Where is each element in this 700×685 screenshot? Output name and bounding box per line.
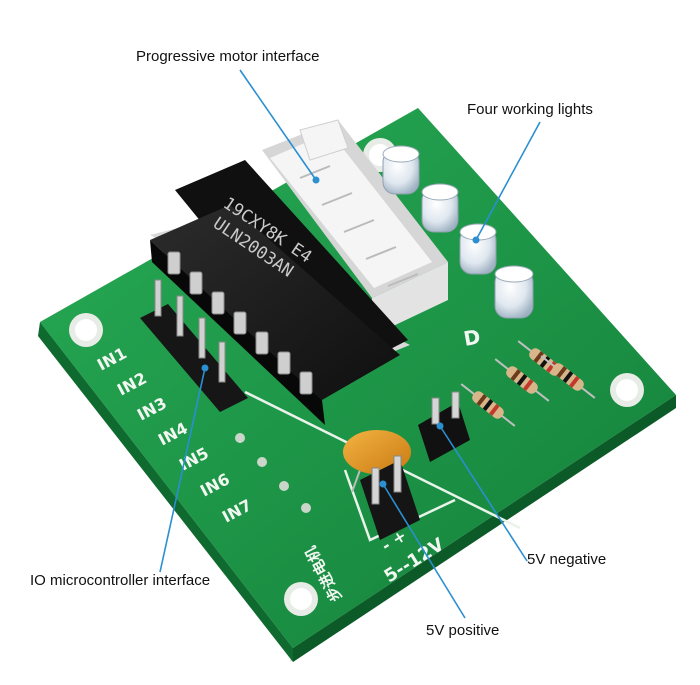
- callout-dot-lights: [472, 236, 480, 244]
- callout-dot-pos: [379, 480, 387, 488]
- io-header: [140, 279, 248, 412]
- resistor-4: [540, 355, 596, 399]
- callout-progressive-motor-interface: Progressive motor interface: [136, 48, 320, 65]
- led-silk-label: D: [462, 324, 483, 351]
- uln2003-chip: 19CXY8K E4 ULN2003AN: [150, 160, 410, 425]
- led-3: [459, 223, 497, 275]
- led-1: [382, 145, 420, 195]
- callout-dot-io: [201, 364, 209, 372]
- callout-io-microcontroller-interface: IO microcontroller interface: [30, 572, 211, 589]
- callout-dot-motor: [312, 176, 320, 184]
- callout-line-motor: [239, 69, 317, 181]
- resistors: [460, 340, 596, 427]
- callout-dots: [201, 176, 480, 488]
- callout-line-io: [159, 367, 206, 573]
- callout-5v-positive: 5V positive: [426, 622, 500, 639]
- led-4: [494, 265, 534, 319]
- leds: [382, 145, 534, 319]
- callout-lines: [159, 69, 541, 619]
- board-vias: [235, 433, 311, 513]
- callout-four-working-lights: Four working lights: [467, 101, 593, 118]
- led-2: [421, 183, 459, 233]
- callout-line-pos: [382, 483, 466, 619]
- resistor-1: [460, 383, 516, 427]
- callout-line-neg: [439, 425, 528, 562]
- callout-dot-neg: [436, 422, 444, 430]
- resistor-2: [494, 358, 550, 402]
- callout-5v-negative: 5V negative: [527, 551, 607, 568]
- callout-line-lights: [475, 121, 541, 241]
